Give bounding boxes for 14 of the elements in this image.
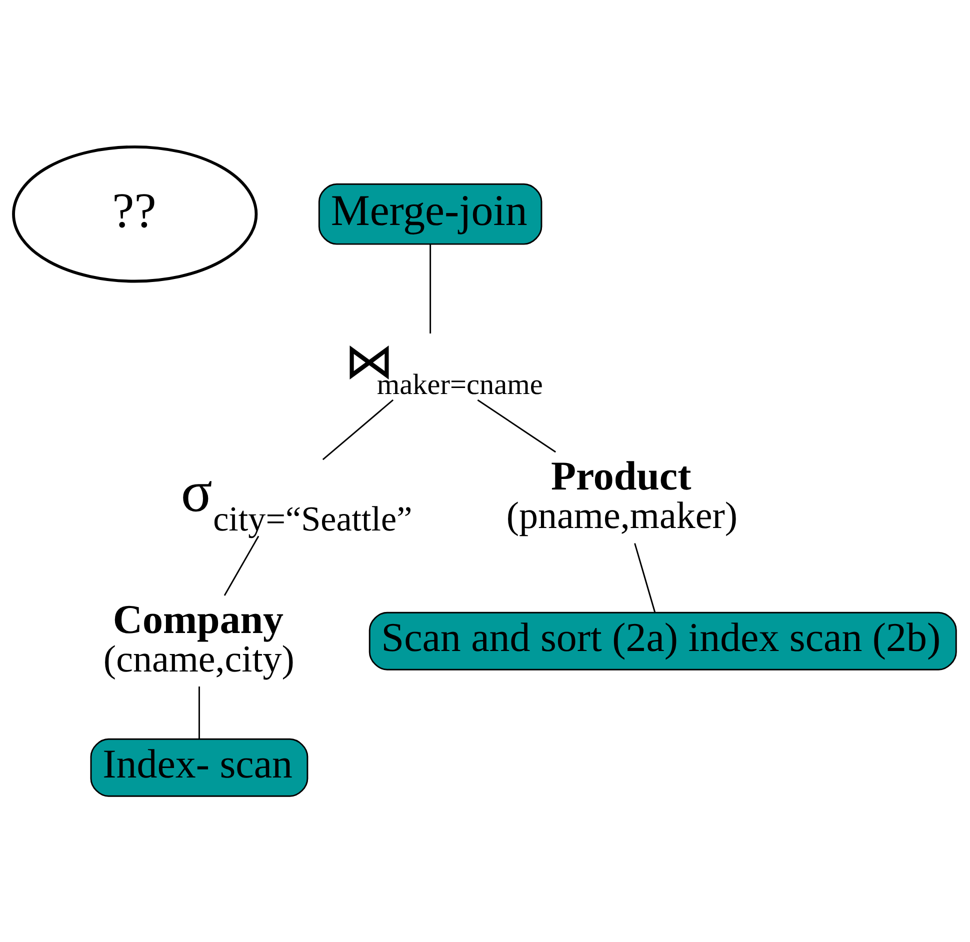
node-text: Company (cname,city) (103, 596, 294, 680)
connector (430, 244, 432, 333)
node-label: city=“Seattle” (213, 498, 412, 538)
node-box: Index- scan (90, 738, 308, 796)
connector (477, 398, 556, 452)
connector (224, 535, 260, 596)
node-box: Merge-join (318, 182, 542, 244)
node-text: σ (180, 458, 212, 524)
connector (198, 686, 200, 738)
node-text: Product (pname,maker) (506, 453, 738, 537)
connector (634, 542, 656, 612)
node-box: Scan and sort (2a) index scan (2b) (368, 611, 957, 670)
connector (322, 398, 394, 460)
node-ellipse: ?? (12, 144, 258, 282)
